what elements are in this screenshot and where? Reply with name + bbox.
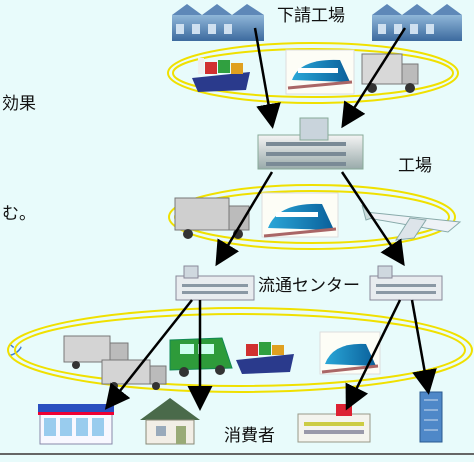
mu-text-fragment: む。 — [2, 204, 36, 224]
distribution-center-left-icon — [175, 265, 255, 301]
truck-icon-bottom-a — [63, 335, 129, 369]
bottom-divider — [0, 453, 474, 455]
subcontract-factory-label: 下請工場 — [275, 6, 347, 26]
bottom-transport-ellipse — [7, 307, 473, 393]
subcontract-factory-right-icon — [372, 4, 462, 41]
distribution-center-label: 流通センター — [258, 276, 360, 296]
truck-icon — [361, 53, 419, 93]
bullet-train-icon-bottom — [319, 331, 381, 375]
truck-icon-middle — [174, 197, 250, 239]
flow-arrows — [104, 27, 437, 411]
subcontract-factory-left-icon — [172, 4, 264, 41]
bullet-train-icon-middle — [261, 192, 339, 238]
bullet-train-icon — [285, 49, 355, 95]
factory-icon — [257, 117, 364, 170]
office-tower-icon — [419, 391, 443, 443]
convenience-store-icon — [38, 404, 114, 445]
effect-text-fragment: 効果 — [2, 94, 36, 114]
cargo-ship-icon-bottom — [236, 342, 294, 374]
distribution-center-right-icon — [369, 265, 443, 301]
cargo-ship-icon — [192, 58, 250, 92]
consumers-label: 消費者 — [224, 426, 275, 446]
house-icon — [140, 398, 200, 445]
top-transport-ellipse — [167, 42, 459, 104]
airplane-icon — [361, 204, 462, 241]
shop-building-icon — [297, 404, 371, 443]
factory-label: 工場 — [398, 156, 432, 176]
